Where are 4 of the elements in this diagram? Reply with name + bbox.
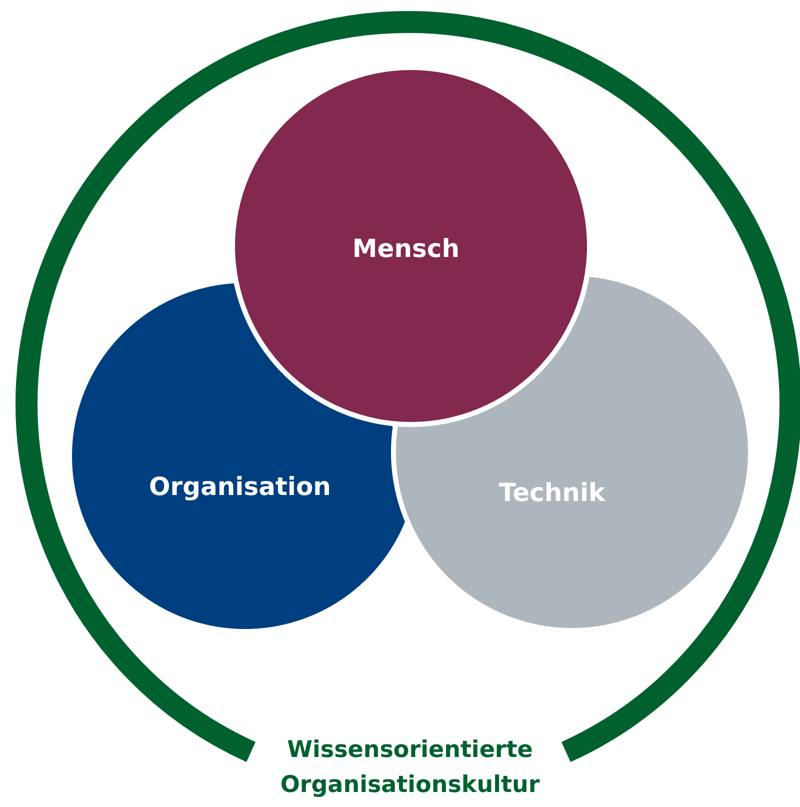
circle-label: Organisation (149, 472, 331, 500)
circle-label: Technik (498, 478, 606, 506)
circle-label: Mensch (352, 234, 460, 262)
ring-label: Wissensorientierte Organisationskultur (279, 736, 541, 800)
